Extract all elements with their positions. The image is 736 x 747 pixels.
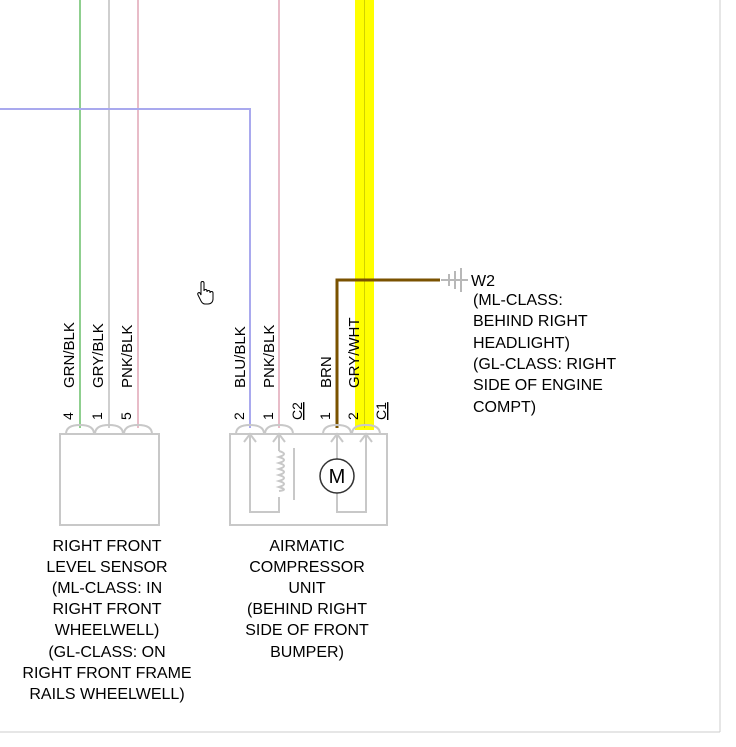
motor-icon: M — [319, 458, 355, 494]
pin-number: 4 — [60, 412, 76, 420]
wire-label-gry-blk: GRY/BLK — [90, 323, 107, 388]
hand-pointer-icon — [197, 281, 214, 305]
level-sensor-box — [59, 433, 160, 526]
ground-location-line: (ML-CLASS: — [473, 292, 563, 309]
pin-number: 1 — [89, 412, 105, 420]
ground-name: W2 — [471, 273, 495, 290]
caption-line: RAILS WHEELWELL) — [29, 686, 184, 703]
compressor-connector — [235, 423, 381, 435]
connector-name-c1: C1 — [373, 402, 389, 420]
caption-line: RIGHT FRONT — [52, 538, 161, 555]
pin-number: 1 — [260, 412, 276, 420]
ground-location-line: HEADLIGHT) — [473, 335, 570, 352]
wire-label-grn-blk: GRN/BLK — [61, 322, 78, 388]
wire-label-gry-wht: GRY/WHT — [346, 317, 363, 388]
solenoid-coil-icon — [249, 436, 295, 513]
connector-name-c2: C2 — [289, 402, 305, 420]
wire-brn — [335, 278, 440, 428]
caption-line: (ML-CLASS: IN — [52, 580, 162, 597]
compressor-box — [229, 433, 388, 526]
caption-line: BUMPER) — [270, 644, 344, 661]
pin-number: 2 — [345, 412, 361, 420]
ground-location-line: BEHIND RIGHT — [473, 313, 588, 330]
wire-label-blu-blk: BLU/BLK — [232, 326, 249, 388]
caption-line: WHEELWELL) — [55, 622, 160, 639]
ground-symbol-icon — [441, 268, 468, 292]
caption-line: RIGHT FRONT — [52, 601, 161, 618]
pin-arrows — [243, 432, 373, 443]
wire-label-brn: BRN — [318, 356, 335, 388]
pin-number: 2 — [231, 412, 247, 420]
pin-number: 1 — [317, 412, 333, 420]
caption-line: (GL-CLASS: ON — [48, 644, 165, 661]
ground-location-line: SIDE OF ENGINE — [473, 377, 603, 394]
ground-location: (ML-CLASS: BEHIND RIGHT HEADLIGHT) (GL-C… — [473, 292, 616, 416]
motor-circuit — [336, 436, 367, 513]
motor-symbol: M — [329, 466, 346, 488]
pin-number: 5 — [118, 412, 134, 420]
caption-line: UNIT — [288, 580, 326, 597]
compressor-caption: AIRMATIC COMPRESSOR UNIT (BEHIND RIGHT S… — [245, 538, 369, 661]
caption-line: SIDE OF FRONT — [245, 622, 369, 639]
level-sensor-caption: RIGHT FRONT LEVEL SENSOR (ML-CLASS: IN R… — [22, 538, 191, 703]
caption-line: LEVEL SENSOR — [46, 559, 167, 576]
ground-location-line: COMPT) — [473, 399, 536, 416]
caption-line: AIRMATIC — [269, 538, 344, 555]
caption-line: COMPRESSOR — [249, 559, 365, 576]
ground-location-line: (GL-CLASS: RIGHT — [473, 356, 616, 373]
wire-label-pnk-blk: PNK/BLK — [261, 325, 278, 388]
level-sensor-connector — [65, 423, 153, 435]
caption-line: (BEHIND RIGHT — [247, 601, 367, 618]
caption-line: RIGHT FRONT FRAME — [22, 665, 191, 682]
wire-blu-blk — [0, 108, 251, 428]
wire-label-pnk-blk: PNK/BLK — [119, 325, 136, 388]
